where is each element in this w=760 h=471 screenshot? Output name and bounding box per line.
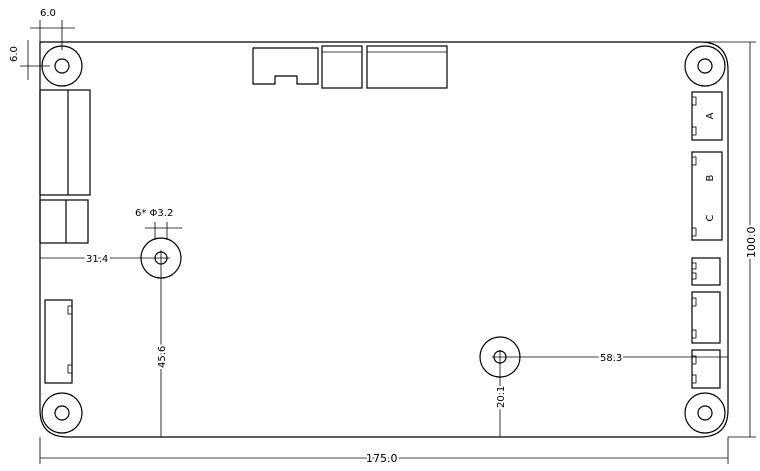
mounting-hole-top-right [684, 45, 726, 87]
dimension-hole1-x: 31.4 [40, 252, 170, 267]
dimension-hole1-y: 45.6 [155, 250, 170, 437]
right-connector-4 [691, 291, 721, 344]
dimension-label: 31.4 [86, 254, 108, 265]
dimension-hole-offset-y: 6.0 [9, 40, 50, 80]
dimension-label: 6.0 [40, 8, 56, 19]
dimension-label: 100.0 [745, 227, 758, 259]
right-connector-bc: B C [691, 151, 723, 241]
dimension-label: 45.6 [157, 346, 168, 368]
connector-label-b: B [705, 174, 716, 181]
mounting-hole-bottom-left [41, 392, 83, 434]
mounting-hole-bottom-right [684, 392, 726, 434]
right-connector-a: A [691, 91, 723, 141]
dimension-hole2-x: 58.3 [492, 351, 728, 366]
dimension-hole-spec: 6* Φ3.2 [135, 208, 182, 240]
connector-label-a: A [705, 112, 716, 119]
top-connector-middle [321, 45, 363, 89]
dimension-label: 175.0 [366, 452, 398, 465]
connector-label-c: C [705, 214, 716, 221]
left-bottom-connector [44, 299, 73, 384]
dimension-label: 58.3 [600, 353, 622, 364]
dimension-hole2-y: 20.1 [494, 350, 509, 437]
dimension-label: 20.1 [496, 386, 507, 408]
dimension-label: 6.0 [9, 46, 20, 62]
dimension-board-height: 100.0 [743, 42, 760, 437]
top-connector-right [366, 45, 448, 89]
dimension-board-width: 175.0 [39, 437, 729, 467]
right-connector-3 [691, 257, 721, 286]
right-connector-5 [691, 349, 721, 389]
top-connector-power [252, 47, 319, 85]
left-connector-stack [39, 89, 91, 244]
dimension-label: 6* Φ3.2 [135, 208, 173, 219]
dimension-hole-offset-x: 6.0 [30, 8, 75, 50]
board-outline [39, 41, 729, 438]
